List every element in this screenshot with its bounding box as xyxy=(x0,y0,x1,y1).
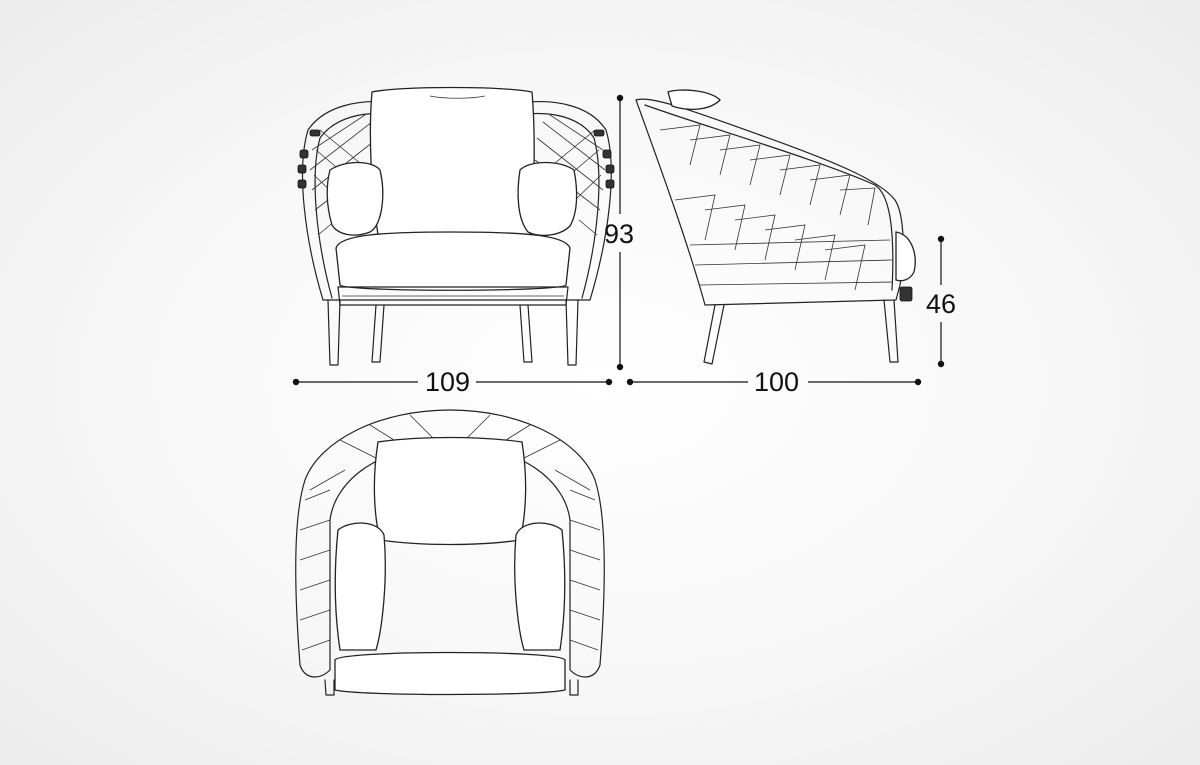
height-dimension-label: 93 xyxy=(604,219,635,249)
width-dimension-label: 109 xyxy=(425,367,471,397)
seat-height-dimension-label: 46 xyxy=(926,289,957,319)
dimension-seat-height xyxy=(937,235,945,368)
dimension-width xyxy=(292,378,613,386)
top-view xyxy=(295,409,605,696)
dimension-depth xyxy=(626,378,922,386)
dimension-height xyxy=(616,94,624,371)
side-view xyxy=(635,89,916,365)
depth-dimension-label: 100 xyxy=(754,367,800,397)
front-view xyxy=(297,86,615,366)
